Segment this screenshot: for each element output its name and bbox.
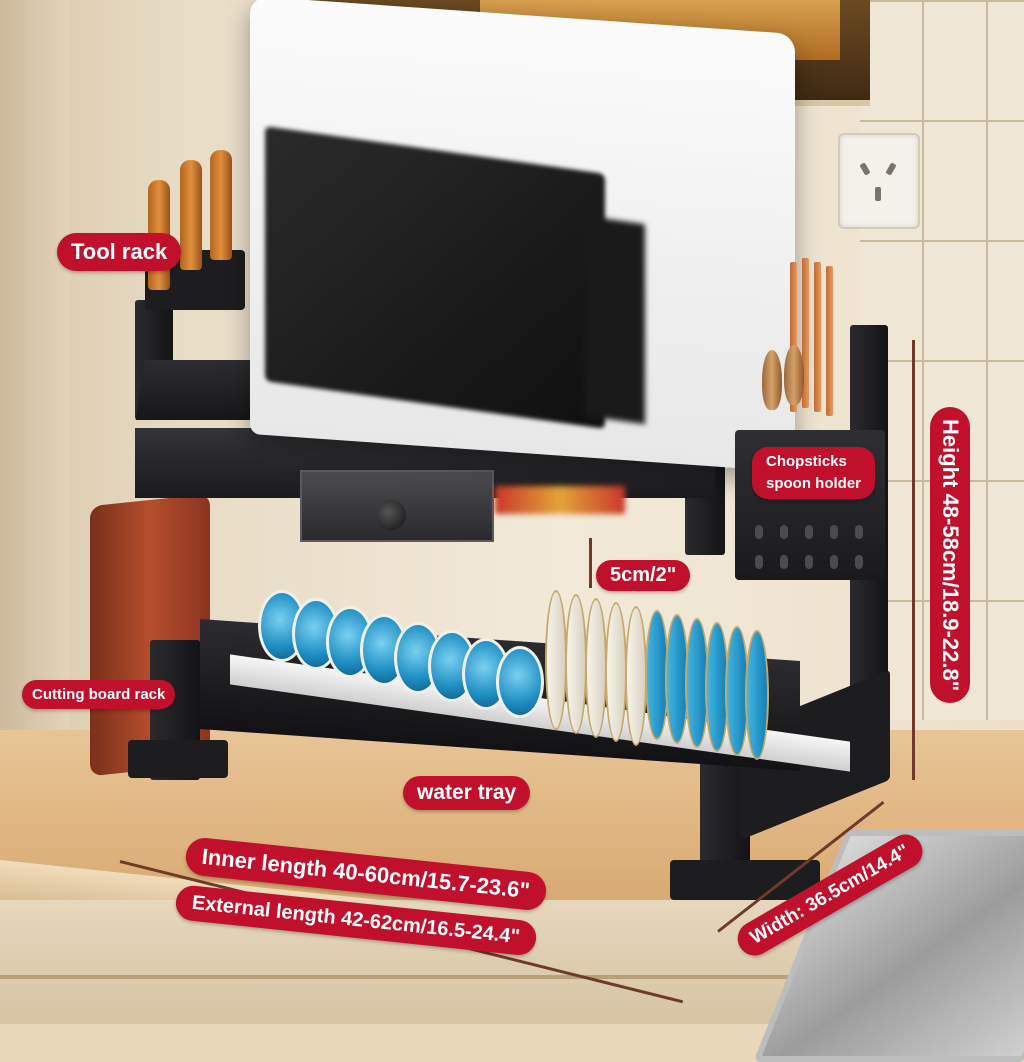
plate xyxy=(745,630,769,760)
water-tray-label: water tray xyxy=(403,776,531,810)
knife-handle xyxy=(210,150,232,260)
spoon xyxy=(784,345,804,405)
plate xyxy=(565,594,587,734)
bowl xyxy=(496,646,544,718)
microwave-door xyxy=(265,126,605,429)
drawer-knob xyxy=(376,500,406,530)
plate xyxy=(545,590,567,730)
height-label-wrap: Height 48-58cm/18.9-22.8" xyxy=(930,390,970,720)
chopsticks-label-line1: Chopsticks xyxy=(766,453,847,470)
microwave-control-panel xyxy=(585,215,645,425)
rack-foot-right xyxy=(670,860,820,900)
chopsticks-label-line2: spoon holder xyxy=(766,475,861,492)
height-arrow xyxy=(912,340,915,780)
chopstick xyxy=(814,262,821,412)
wall-socket xyxy=(838,133,920,229)
drawer-items xyxy=(495,486,625,514)
plate xyxy=(585,598,607,738)
cutting-board-rack-label: Cutting board rack xyxy=(22,680,176,709)
left-cabinet-panel xyxy=(0,0,70,800)
height-label: Height 48-58cm/18.9-22.8" xyxy=(930,406,970,704)
tool-rack-label: Tool rack xyxy=(57,233,182,271)
gap-arrow xyxy=(589,538,592,588)
spoon xyxy=(762,350,782,410)
drawer-gap xyxy=(0,975,1024,979)
chopstick xyxy=(802,258,809,408)
chopstick xyxy=(826,266,833,416)
rack-foot-left xyxy=(128,740,228,778)
drawer-gap-label: 5cm/2" xyxy=(596,560,691,591)
knife-handle xyxy=(180,160,202,270)
chopsticks-holder-label: Chopsticks spoon holder xyxy=(752,447,875,499)
plate xyxy=(605,602,627,742)
plate xyxy=(685,618,709,748)
chopstick xyxy=(790,262,797,412)
plate xyxy=(625,606,647,746)
